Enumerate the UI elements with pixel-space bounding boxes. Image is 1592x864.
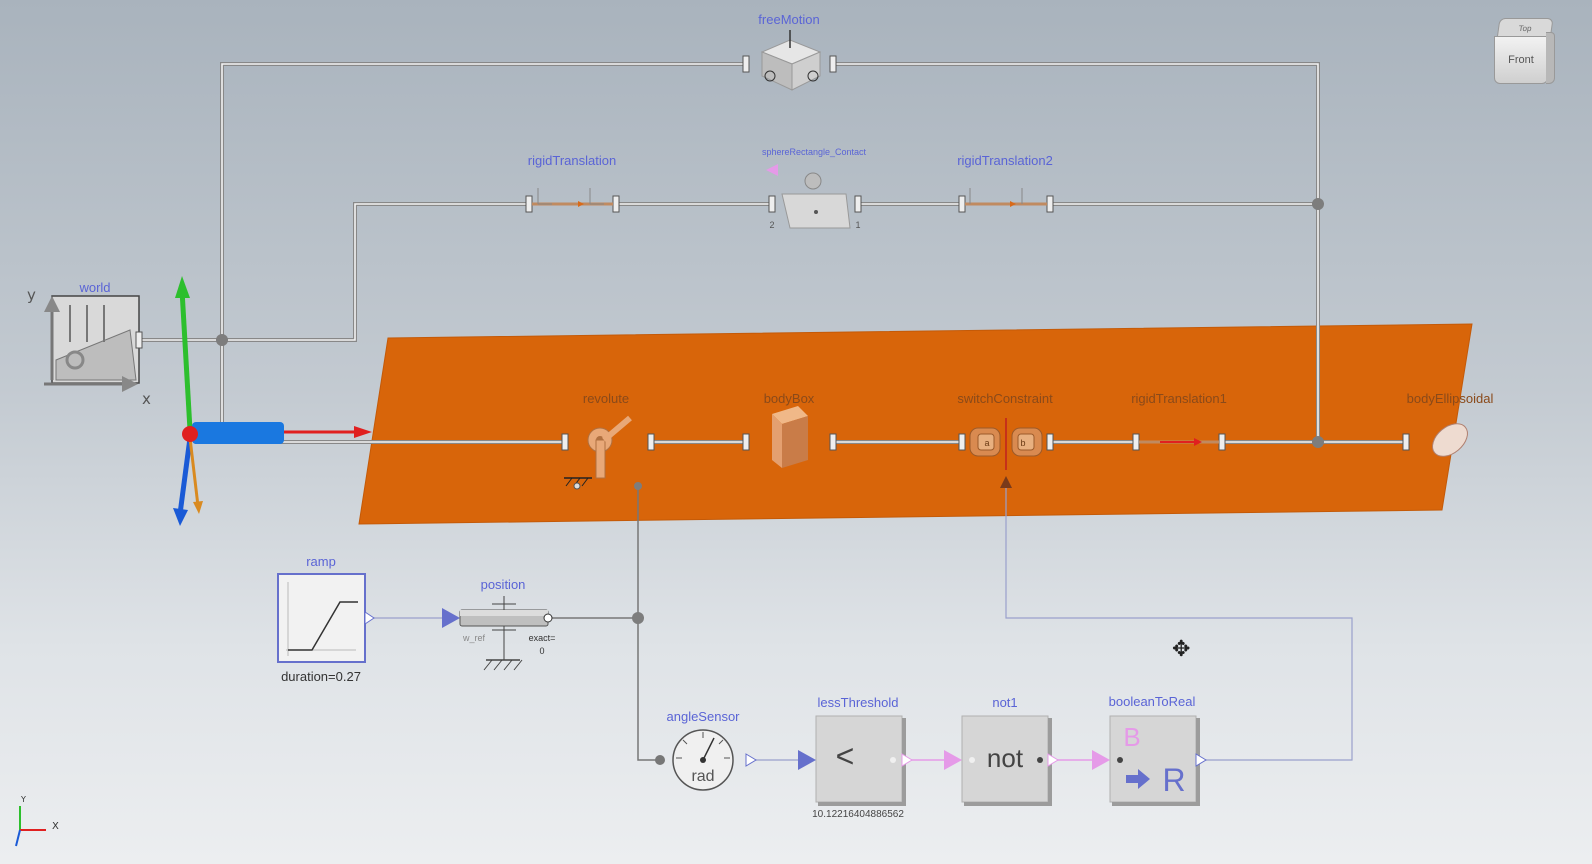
y-axis-label: y bbox=[27, 286, 36, 304]
position-label: position bbox=[480, 577, 526, 592]
view-navigation-cube[interactable]: Top Front bbox=[1494, 18, 1555, 88]
less-threshold-label: lessThreshold bbox=[817, 695, 899, 710]
sphere-rectangle-contact-block[interactable] bbox=[766, 164, 862, 229]
less-threshold-block[interactable] bbox=[798, 715, 913, 806]
not1-label: not1 bbox=[992, 695, 1018, 710]
rigid-translation-block[interactable] bbox=[525, 188, 620, 213]
angle-sensor-unit: rad bbox=[691, 768, 715, 785]
position-block[interactable] bbox=[442, 596, 553, 671]
body-ellipsoidal-label: bodyEllipsoidal bbox=[1406, 391, 1494, 406]
less-threshold-symbol: < bbox=[835, 738, 855, 774]
boolean-to-real-r: R bbox=[1162, 762, 1186, 798]
navcube-front-face[interactable]: Front bbox=[1494, 36, 1548, 84]
revolute-block[interactable] bbox=[561, 415, 655, 490]
freemotion-block[interactable] bbox=[742, 30, 837, 91]
ramp-duration-param: duration=0.27 bbox=[281, 669, 361, 684]
body-box-block[interactable] bbox=[742, 406, 837, 468]
world-label: world bbox=[79, 280, 111, 295]
sphere-port1-label: 1 bbox=[855, 220, 861, 230]
body-ellipsoidal-block[interactable] bbox=[1402, 417, 1474, 463]
navcube-side-face[interactable] bbox=[1546, 32, 1555, 84]
switch-constraint-label: switchConstraint bbox=[957, 391, 1053, 406]
switch-constraint-block[interactable] bbox=[958, 418, 1054, 488]
revolute-label: revolute bbox=[582, 391, 630, 406]
position-wref-label: w_ref bbox=[462, 633, 486, 643]
switch-a-label: a bbox=[984, 438, 990, 448]
boolean-to-real-block[interactable] bbox=[1092, 715, 1207, 806]
junction-dots bbox=[216, 198, 1324, 624]
rigid-translation2-label: rigidTranslation2 bbox=[957, 153, 1053, 168]
move-cursor-icon: ✥ bbox=[1172, 636, 1191, 661]
ramp-block[interactable] bbox=[277, 573, 375, 663]
boolean-to-real-label: booleanToReal bbox=[1108, 694, 1196, 709]
ramp-label: ramp bbox=[306, 554, 336, 569]
position-exact-label: exact= bbox=[528, 633, 556, 643]
sphere-contact-label: sphereRectangle_Contact bbox=[761, 147, 867, 157]
angle-sensor-block[interactable] bbox=[655, 729, 757, 791]
mini-y-label: Y bbox=[21, 795, 26, 804]
switch-b-label: b bbox=[1020, 438, 1026, 448]
x-axis-label: x bbox=[142, 390, 151, 408]
rigid-translation1-block[interactable] bbox=[1132, 433, 1226, 451]
boolean-to-real-b: B bbox=[1123, 722, 1141, 752]
less-threshold-value: 10.12216404886562 bbox=[812, 809, 904, 820]
not1-block[interactable] bbox=[944, 715, 1059, 806]
rotational-connection bbox=[637, 486, 660, 761]
rigid-translation-label: rigidTranslation bbox=[527, 153, 617, 168]
rigid-translation2-block[interactable] bbox=[958, 188, 1054, 213]
bodybox-label: bodyBox bbox=[763, 391, 815, 406]
angle-sensor-label: angleSensor bbox=[666, 709, 740, 724]
not1-text: not bbox=[986, 743, 1024, 773]
world-block[interactable] bbox=[44, 295, 143, 392]
sphere-port2-label: 2 bbox=[769, 220, 775, 230]
world-frame-axes bbox=[173, 276, 372, 526]
freemotion-label: freeMotion bbox=[758, 12, 820, 27]
signal-connections bbox=[372, 484, 1353, 761]
ground-plane bbox=[358, 323, 1473, 525]
mini-axis-triad bbox=[15, 806, 46, 847]
rigid-translation1-label: rigidTranslation1 bbox=[1131, 391, 1227, 406]
mini-x-label: X bbox=[52, 821, 59, 832]
position-exact-value: 0 bbox=[539, 646, 545, 656]
